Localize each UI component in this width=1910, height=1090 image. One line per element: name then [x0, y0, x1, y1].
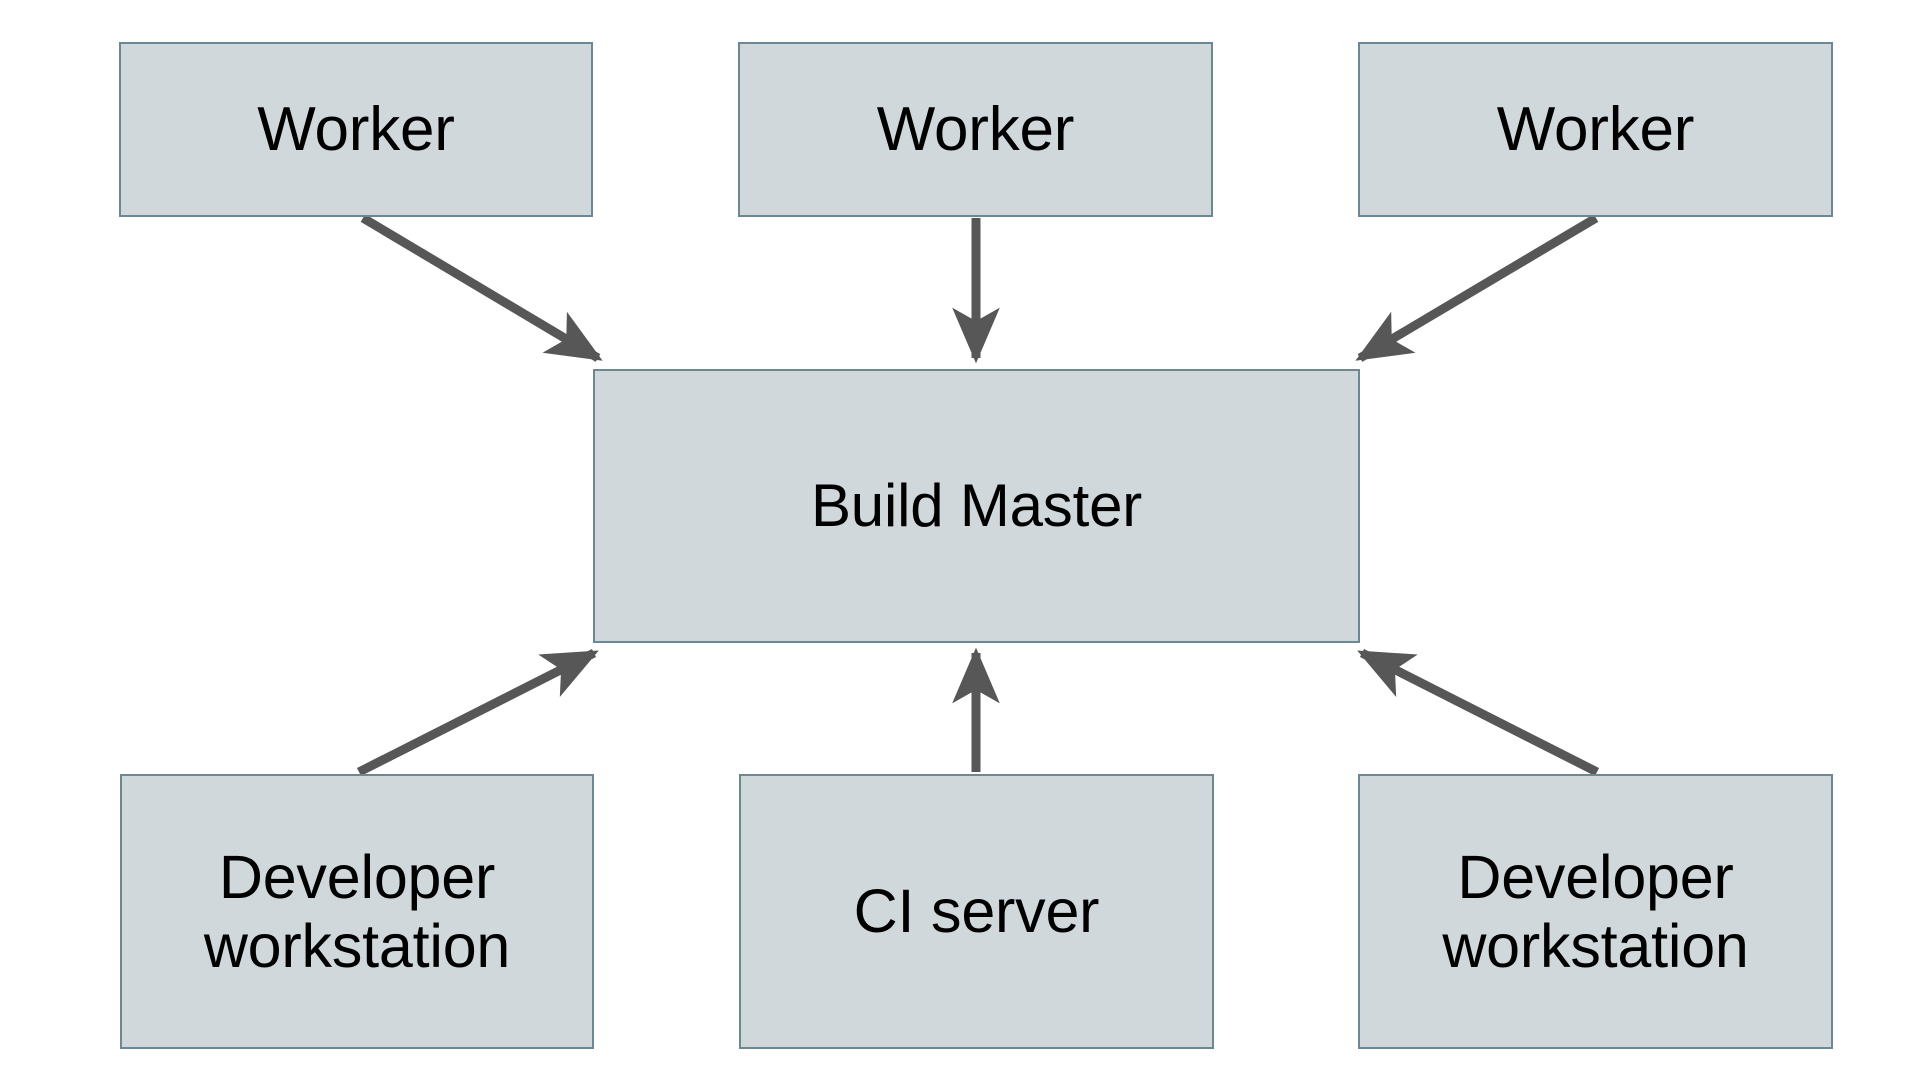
edge-dev-1-to-build-master — [356, 648, 599, 777]
node-worker-3-label: Worker — [1496, 94, 1695, 164]
node-ci-server[interactable]: CI server — [739, 774, 1214, 1049]
node-developer-workstation-right[interactable]: Developer workstation — [1358, 774, 1833, 1049]
node-ci-server-label: CI server — [853, 877, 1100, 946]
node-worker-2-label: Worker — [876, 94, 1075, 164]
node-build-master-label: Build Master — [810, 472, 1143, 540]
node-developer-workstation-left[interactable]: Developer workstation — [120, 774, 594, 1049]
node-build-master[interactable]: Build Master — [593, 369, 1360, 643]
node-worker-3[interactable]: Worker — [1358, 42, 1833, 217]
node-developer-workstation-left-label: Developer workstation — [203, 843, 511, 980]
node-worker-1[interactable]: Worker — [119, 42, 593, 217]
node-worker-1-label: Worker — [257, 94, 455, 164]
edge-worker-3-to-build-master — [1355, 214, 1599, 362]
edge-dev-2-to-build-master — [1357, 648, 1600, 777]
node-developer-workstation-right-label: Developer workstation — [1442, 843, 1749, 980]
edge-worker-1-to-build-master — [360, 214, 603, 362]
node-worker-2[interactable]: Worker — [738, 42, 1213, 217]
